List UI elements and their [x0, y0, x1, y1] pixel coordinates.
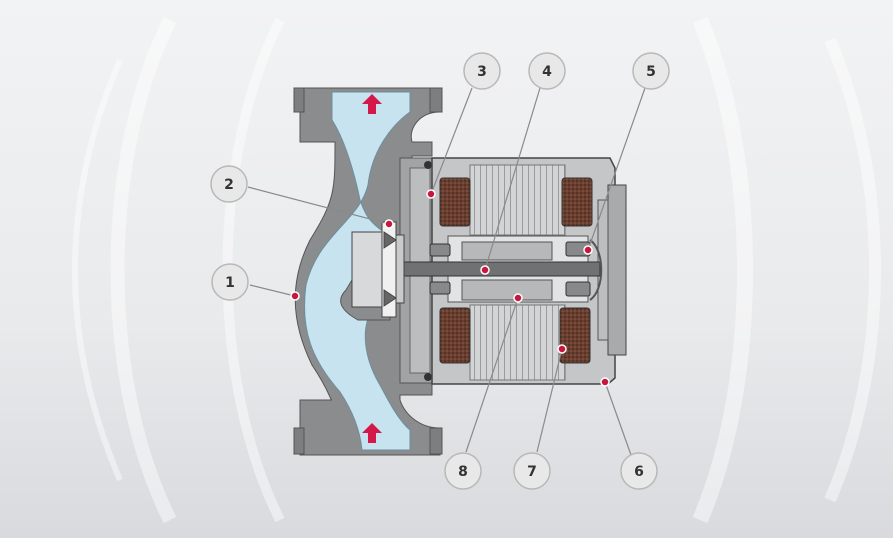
target-markers: [290, 189, 610, 387]
stator-core-bottom: [469, 304, 566, 381]
callout-2-label: 2: [224, 177, 234, 193]
callout-5: 5: [632, 52, 670, 90]
callout-6: 6: [620, 452, 658, 490]
callout-4-label: 4: [542, 64, 552, 80]
callout-5-label: 5: [646, 64, 656, 80]
flow-arrow-outlet: [362, 94, 382, 114]
stator-core-top: [469, 164, 566, 236]
callout-4: 4: [528, 52, 566, 90]
callout-3: 3: [463, 52, 501, 90]
leader-lines: [247, 87, 646, 456]
stator-winding: [439, 177, 593, 364]
callout-6-label: 6: [634, 464, 644, 480]
callout-7: 7: [513, 452, 551, 490]
impeller: [351, 221, 405, 318]
callout-3-label: 3: [477, 64, 487, 80]
callout-1: 1: [211, 263, 249, 301]
flow-arrow-inlet: [362, 423, 382, 443]
shaft: [391, 261, 601, 277]
callout-1-label: 1: [225, 275, 235, 291]
rotor: [461, 241, 553, 301]
callout-2: 2: [210, 165, 248, 203]
callout-8-label: 8: [458, 464, 468, 480]
callout-8: 8: [444, 452, 482, 490]
bearing: [429, 239, 603, 301]
callout-7-label: 7: [527, 464, 537, 480]
